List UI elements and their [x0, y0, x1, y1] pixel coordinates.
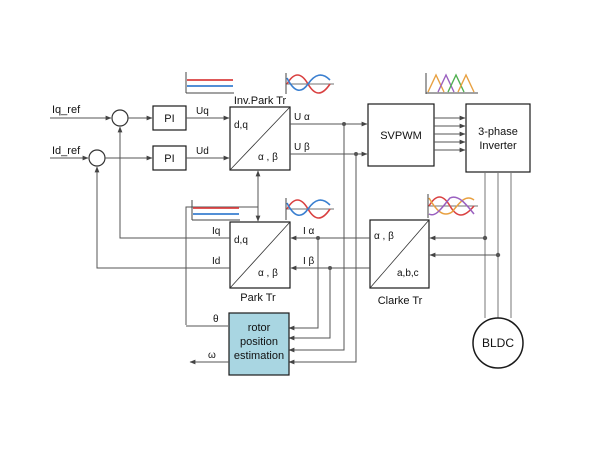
svg-text:d,q: d,q [234, 235, 248, 246]
svg-text:PI: PI [164, 113, 174, 125]
three-phase-inverter-block: 3-phase Inverter [465, 103, 531, 173]
svg-text:PI: PI [164, 153, 174, 165]
svg-text:Inverter: Inverter [479, 140, 517, 152]
three-phase-sine-icon [427, 194, 478, 218]
svg-text:estimation: estimation [234, 350, 284, 362]
two-phase-feedback-sine-icon [285, 198, 334, 220]
inverse-park-transform: Inv.Park Tr d,q α , β [229, 95, 291, 171]
bldc-motor: BLDC [472, 317, 524, 369]
pwm-waveform-icon [425, 73, 478, 94]
u-alpha-label: U α [294, 112, 310, 123]
uq-label: Uq [196, 106, 209, 117]
id-label: Id [212, 256, 220, 267]
omega-label: ω [208, 350, 216, 361]
svg-text:BLDC: BLDC [482, 336, 514, 350]
clarke-title: Clarke Tr [378, 295, 423, 307]
dc-feedback-waveform-icon [191, 200, 240, 221]
id-ref-label: Id_ref [52, 145, 81, 157]
svg-text:α , β: α , β [258, 152, 278, 163]
iq-ref-label: Iq_ref [52, 104, 81, 116]
i-beta-label: I β [303, 256, 315, 267]
park-transform: d,q α , β Park Tr [229, 221, 291, 304]
svg-text:α , β: α , β [374, 231, 394, 242]
svg-text:d,q: d,q [234, 120, 248, 131]
sum-junction-q [111, 109, 129, 127]
svg-text:α , β: α , β [258, 268, 278, 279]
svg-text:a,b,c: a,b,c [397, 268, 419, 279]
ud-label: Ud [196, 146, 209, 157]
i-alpha-label: I α [303, 226, 315, 237]
park-title: Park Tr [240, 292, 276, 304]
clarke-transform: α , β a,b,c Clarke Tr [369, 219, 430, 307]
u-beta-label: U β [294, 142, 310, 153]
pi-controller-q: PI [152, 105, 187, 131]
inv-park-title: Inv.Park Tr [234, 95, 287, 107]
two-phase-sine-icon [285, 73, 334, 94]
iq-label: Iq [212, 226, 220, 237]
svg-text:position: position [240, 336, 278, 348]
svg-text:3-phase: 3-phase [478, 126, 518, 138]
pi-controller-d: PI [152, 145, 187, 171]
sum-junction-d [88, 149, 106, 167]
theta-label: θ [213, 314, 219, 325]
svg-text:SVPWM: SVPWM [380, 130, 422, 142]
svg-text:rotor: rotor [248, 322, 271, 334]
svpwm-block: SVPWM [367, 103, 435, 167]
rotor-position-estimation-block: rotor position estimation [228, 312, 290, 376]
dc-waveform-icon [185, 72, 234, 94]
